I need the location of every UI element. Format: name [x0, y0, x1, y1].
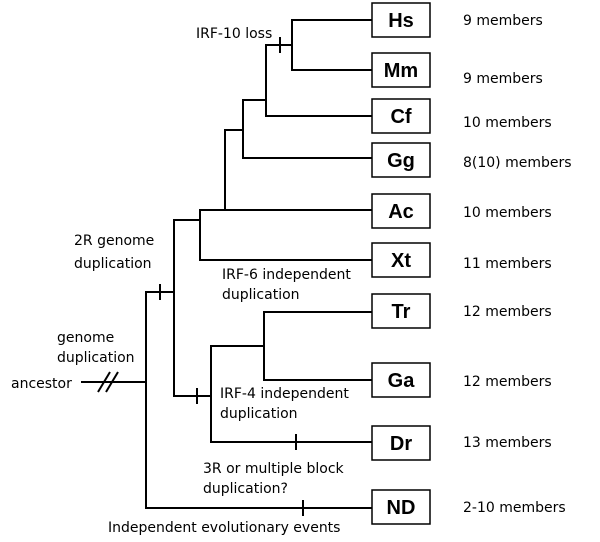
label-ancestor: ancestor	[11, 376, 72, 392]
member-count: 12 members	[463, 374, 552, 390]
taxon-label: Gg	[387, 150, 415, 172]
taxon-label: Tr	[392, 301, 411, 323]
taxon-label: Dr	[390, 433, 412, 455]
label-genome-dup-line1: genome	[57, 330, 114, 346]
member-count: 9 members	[463, 13, 543, 29]
label-3r-line1: 3R or multiple block	[203, 461, 345, 477]
label-2r-line2: duplication	[74, 256, 152, 272]
member-count: 2-10 members	[463, 500, 566, 516]
taxon-tr: Tr 12 members	[371, 293, 552, 329]
taxon-label: ND	[387, 497, 416, 519]
member-count: 9 members	[463, 71, 543, 87]
taxon-label: Ac	[388, 201, 414, 223]
taxon-cf: Cf 10 members	[371, 98, 552, 134]
label-irf4-line1: IRF-4 independent	[220, 386, 349, 402]
taxon-hs: Hs 9 members	[371, 2, 543, 38]
taxon-xt: Xt 11 members	[371, 242, 552, 278]
label-independent-events: Independent evolutionary events	[108, 520, 340, 536]
taxon-label: Ga	[388, 370, 416, 392]
taxon-nd: ND 2-10 members	[371, 489, 566, 525]
label-irf6-line2: duplication	[222, 287, 300, 303]
taxon-ac: Ac 10 members	[371, 193, 552, 229]
taxon-label: Xt	[391, 250, 411, 272]
member-count: 10 members	[463, 205, 552, 221]
label-irf4-line2: duplication	[220, 406, 298, 422]
taxon-label: Cf	[390, 106, 411, 128]
label-irf6-line1: IRF-6 independent	[222, 267, 351, 283]
label-3r-line2: duplication?	[203, 481, 288, 497]
label-genome-dup-line2: duplication	[57, 350, 135, 366]
member-count: 11 members	[463, 256, 552, 272]
taxon-label: Hs	[388, 10, 414, 32]
label-irf10-loss: IRF-10 loss	[196, 26, 272, 42]
label-2r-line1: 2R genome	[74, 233, 154, 249]
taxon-dr: Dr 13 members	[371, 425, 552, 461]
taxon-gg: Gg 8(10) members	[371, 142, 572, 178]
member-count: 8(10) members	[463, 155, 572, 171]
member-count: 10 members	[463, 115, 552, 131]
member-count: 12 members	[463, 304, 552, 320]
member-count: 13 members	[463, 435, 552, 451]
taxon-label: Mm	[384, 60, 418, 82]
root-branch	[81, 371, 147, 393]
taxon-ga: Ga 12 members	[371, 362, 552, 398]
taxon-mm: Mm 9 members	[371, 52, 543, 88]
